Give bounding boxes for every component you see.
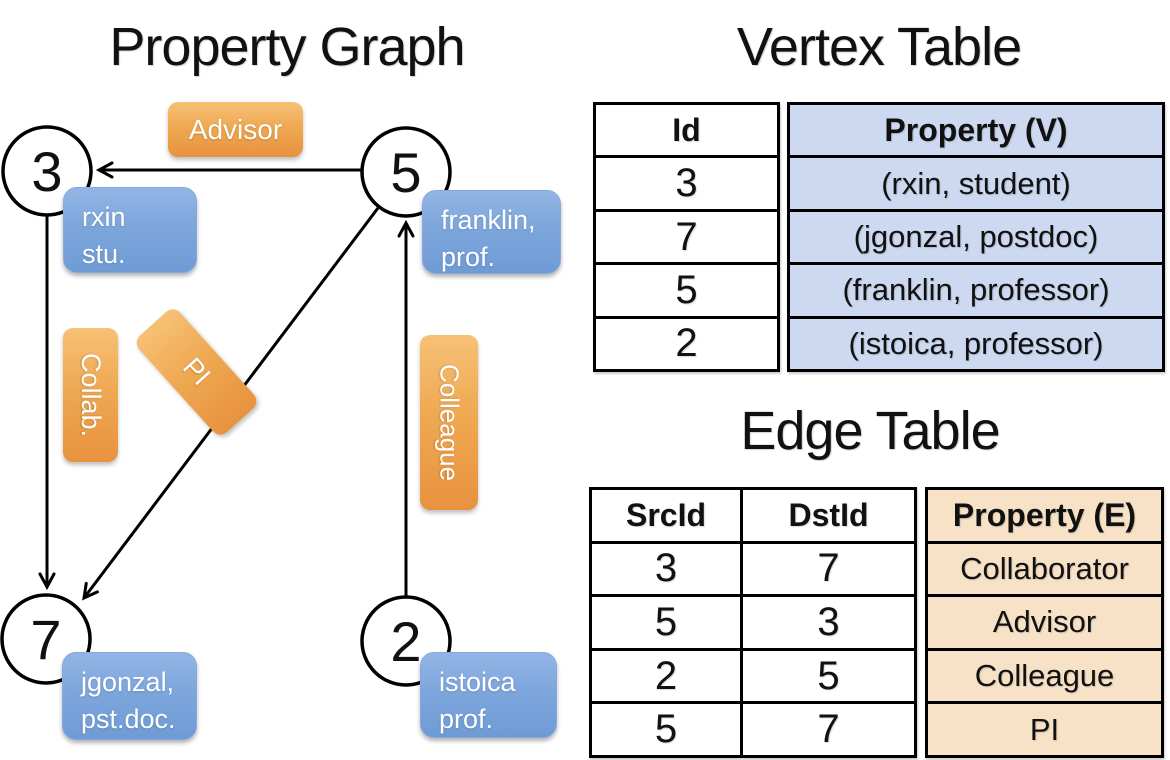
edge-table-dst-cell: 7 <box>817 546 840 591</box>
edge-table-title: Edge Table <box>740 401 1000 461</box>
edge-table-property-cell: PI <box>928 701 1161 755</box>
edge-table-row: 5 7 <box>592 701 914 755</box>
vertex-property-box-5: franklin, prof. <box>422 190 561 274</box>
edge-table-property-cell: Collaborator <box>928 540 1161 595</box>
edge-table-dst-cell: 5 <box>817 653 840 698</box>
vertex-table-property-cell: (franklin, professor) <box>790 262 1162 315</box>
vertex-table-property-column: Property (V) (rxin, student) (jgonzal, p… <box>787 102 1165 372</box>
vertex-node-2-id: 2 <box>390 610 421 673</box>
edge-table-property-column: Property (E) Collaborator Advisor Collea… <box>925 487 1164 758</box>
vertex-property-box-5-line1: franklin, <box>441 205 536 235</box>
edge-label-collab: Collab. <box>63 328 118 462</box>
vertex-property-box-2-line2: prof. <box>439 704 494 734</box>
edge-table-src-cell: 5 <box>592 597 743 648</box>
vertex-table-id-cell: 3 <box>596 155 777 208</box>
edge-table-property-cell: Advisor <box>928 594 1161 648</box>
vertex-node-3-id: 3 <box>31 140 62 203</box>
vertex-property-box-7: jgonzal, pst.doc. <box>62 652 197 740</box>
edge-label-advisor: Advisor <box>168 102 303 157</box>
vertex-table-id-cell: 7 <box>596 208 777 262</box>
vertex-table-id-cell: 2 <box>596 315 777 369</box>
edge-table-dst-cell: 7 <box>817 707 840 752</box>
edge-table-src-dst-columns: SrcId DstId 3 7 5 3 2 5 5 7 <box>589 487 917 758</box>
edge-label-colleague: Colleague <box>420 335 478 510</box>
edge-label-pi-text: PI <box>177 352 217 392</box>
edge-table-property-header: Property (E) <box>952 496 1137 533</box>
vertex-property-box-7-line1: jgonzal, <box>81 667 175 697</box>
vertex-table-id-cell: 5 <box>596 262 777 315</box>
edge-label-collab-text: Collab. <box>76 352 106 438</box>
vertex-node-7-id: 7 <box>30 608 61 671</box>
vertex-property-box-3-line1: rxin <box>82 202 126 232</box>
edge-table-src-cell: 3 <box>592 543 743 595</box>
edge-table-row: 2 5 <box>592 647 914 702</box>
vertex-node-5-id: 5 <box>390 141 421 204</box>
vertex-table-property-cell: (rxin, student) <box>790 155 1162 208</box>
edge-table-dstid-header: DstId <box>788 496 869 533</box>
edge-table-property-cell: Colleague <box>928 647 1161 702</box>
vertex-table-id-header: Id <box>672 111 701 148</box>
edge-label-advisor-text: Advisor <box>188 113 283 145</box>
vertex-property-box-5-line2: prof. <box>441 242 496 272</box>
vertex-table-id-column: Id 3 7 5 2 <box>593 102 780 372</box>
vertex-property-box-7-line2: pst.doc. <box>81 704 176 734</box>
vertex-property-box-3: rxin stu. <box>63 187 197 273</box>
edge-table-row: 3 7 <box>592 540 914 595</box>
edge-table-header-row: SrcId DstId <box>592 490 914 541</box>
edge-label-colleague-text: Colleague <box>434 363 465 482</box>
edge-table-row: 5 3 <box>592 594 914 648</box>
vertex-property-box-2: istoica prof. <box>420 652 557 738</box>
vertex-table-property-cell: (istoica, professor) <box>790 315 1162 369</box>
vertex-table-title: Vertex Table <box>736 17 1022 77</box>
property-graph-title: Property Graph <box>109 17 465 77</box>
vertex-property-box-2-line1: istoica <box>439 667 516 697</box>
vertex-property-box-3-line2: stu. <box>82 239 126 269</box>
edge-table-srcid-header: SrcId <box>592 490 743 541</box>
edge-table-src-cell: 2 <box>592 650 743 702</box>
edge-table-src-cell: 5 <box>592 704 743 755</box>
vertex-table-property-cell: (jgonzal, postdoc) <box>790 208 1162 262</box>
vertex-table-property-header: Property (V) <box>884 111 1068 148</box>
edge-table-dst-cell: 3 <box>817 599 840 644</box>
